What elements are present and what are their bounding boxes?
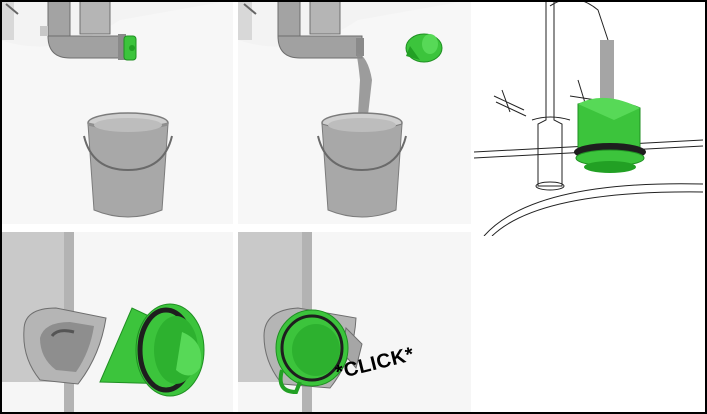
instruction-sheet: *CLICK* xyxy=(0,0,707,414)
sheet-border xyxy=(0,0,707,414)
